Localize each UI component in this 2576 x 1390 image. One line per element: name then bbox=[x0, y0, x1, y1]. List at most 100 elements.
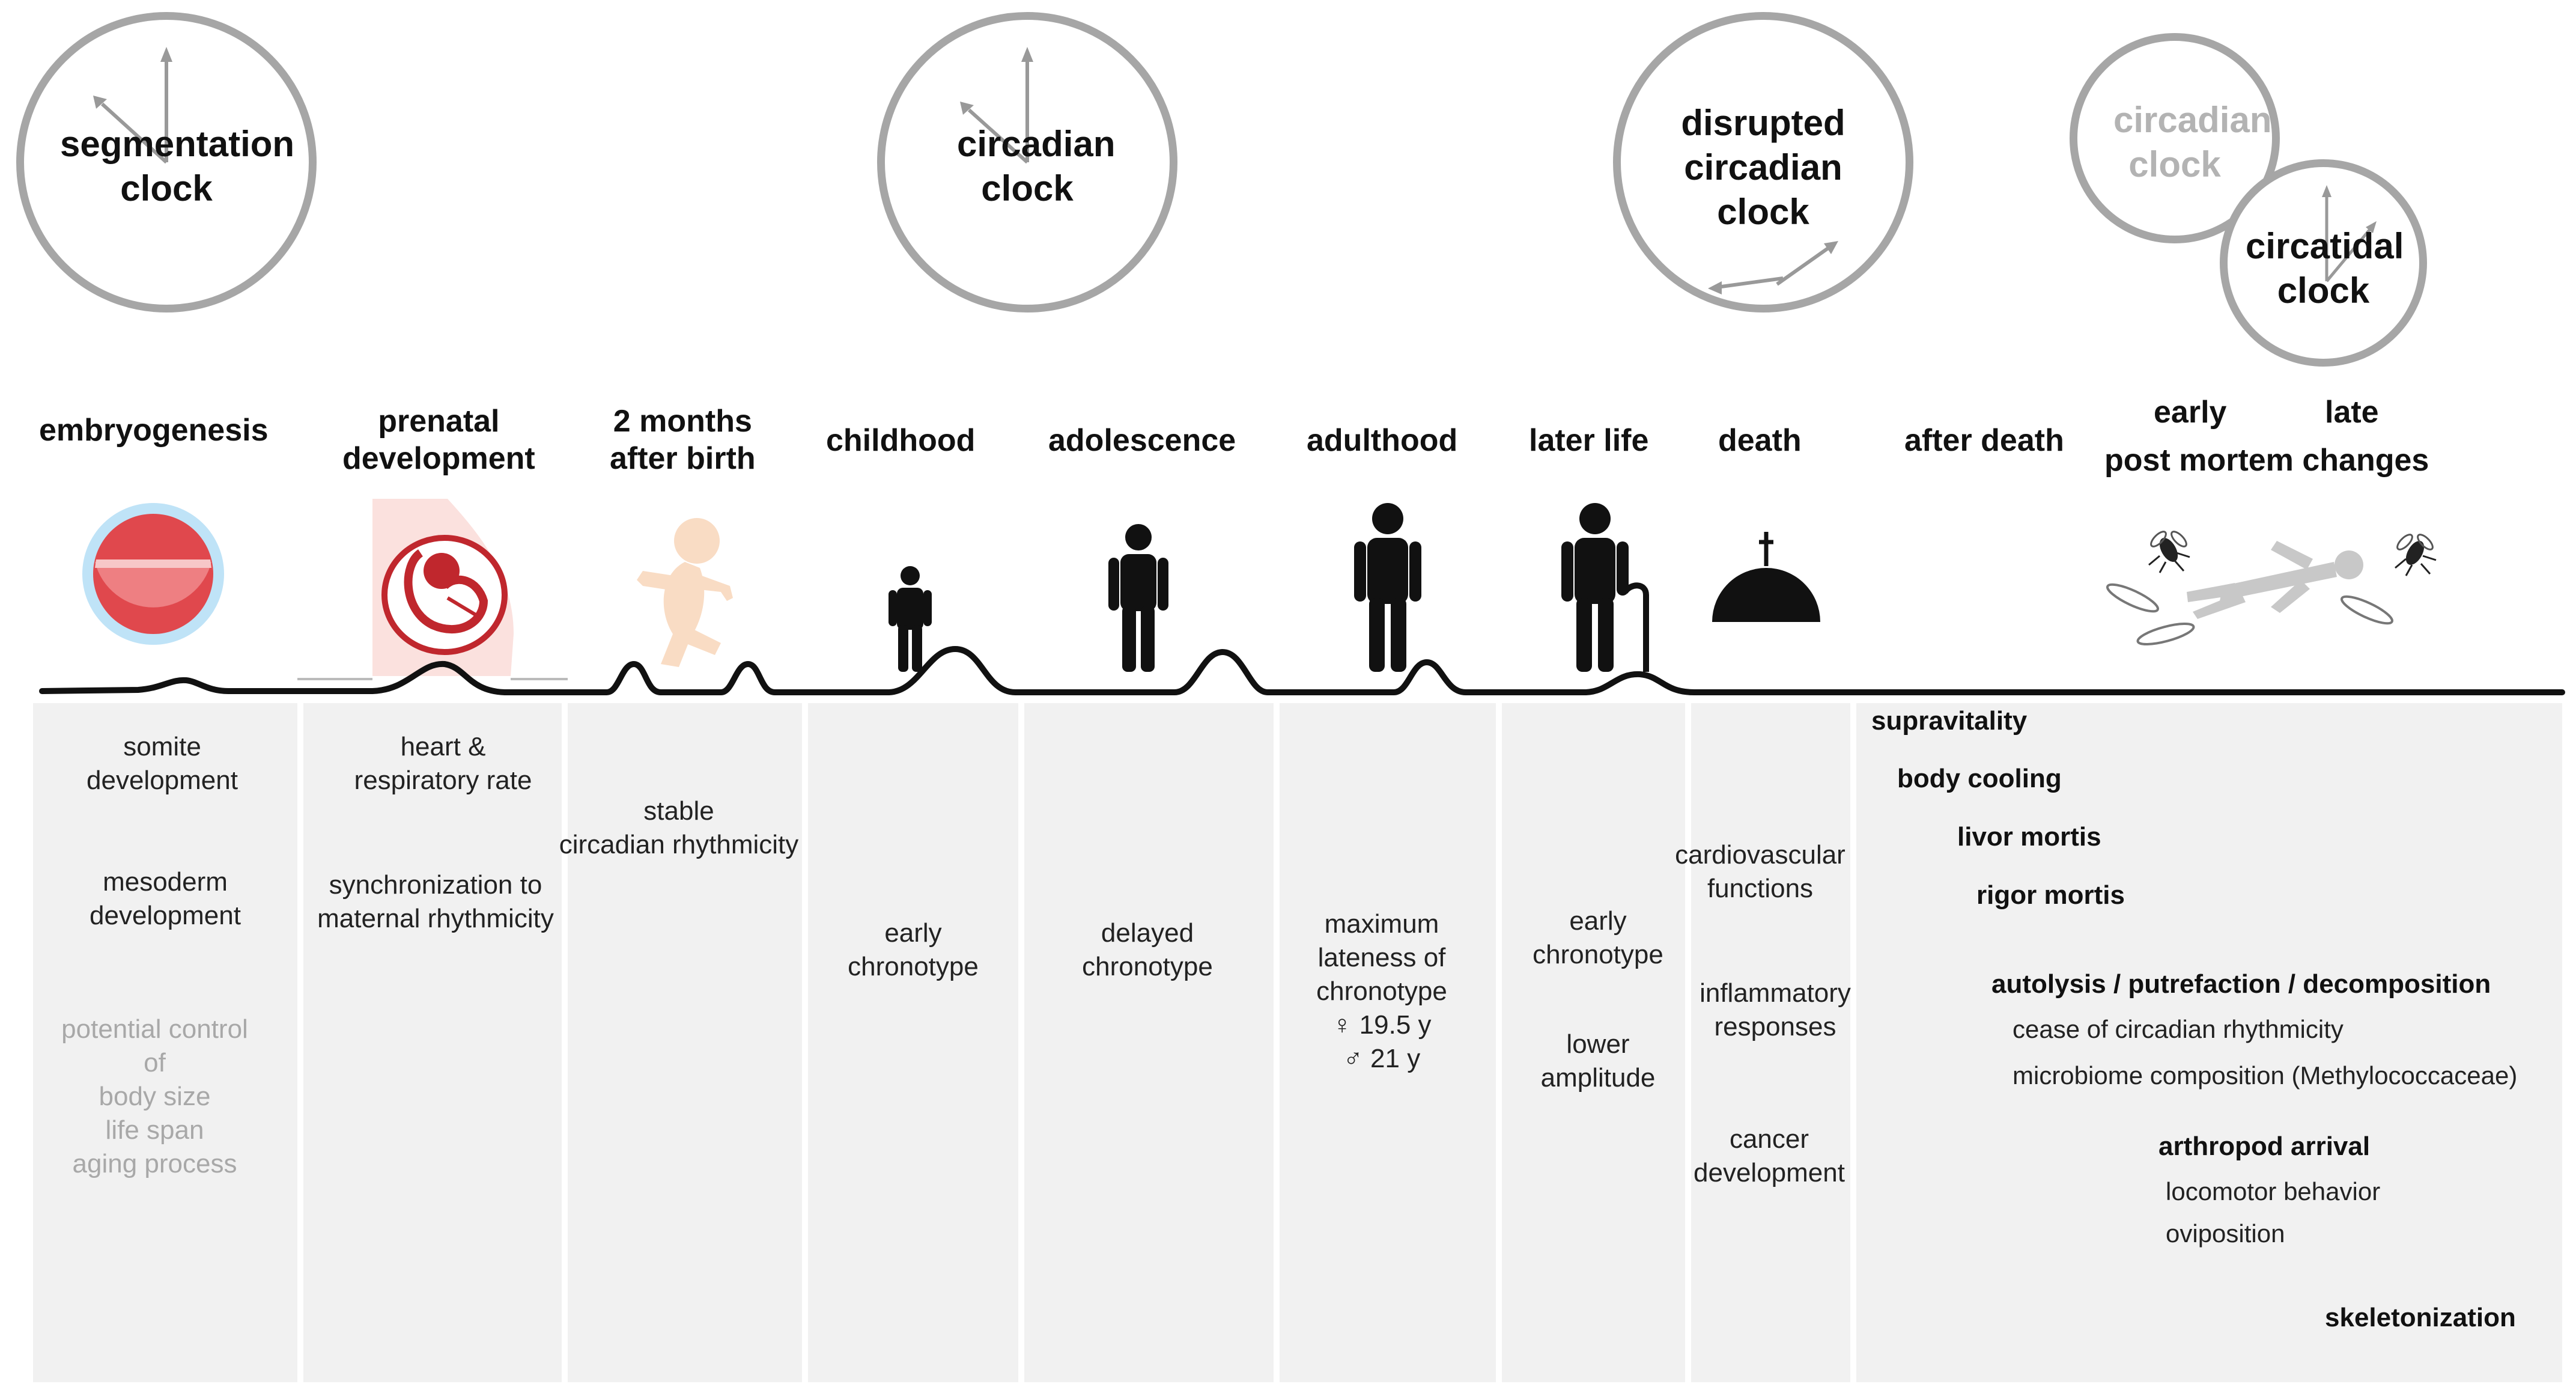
prenatal-text-line: synchronization to bbox=[329, 870, 542, 900]
panel-embryogenesis bbox=[33, 703, 297, 1382]
pm-cease-rhythmicity: cease of circadian rhythmicity bbox=[2012, 1015, 2344, 1043]
pm-locomotor: locomotor behavior bbox=[2166, 1177, 2381, 1206]
adolescence-delayed-chronotype: delayed chronotype bbox=[1024, 916, 1271, 984]
crawling-baby-icon bbox=[637, 518, 733, 667]
phase-2-months-line2: after birth bbox=[610, 441, 756, 476]
disrupted-clock-label: disrupted circadian clock bbox=[1681, 103, 1845, 232]
childhood-early-chronotype: early chronotype bbox=[808, 916, 1018, 984]
pm-body-cooling: body cooling bbox=[1897, 764, 2062, 793]
circatidal-clock: circatidal clock bbox=[2220, 159, 2427, 367]
activity-timeline-curve bbox=[39, 645, 2565, 695]
childhood-text-line: early bbox=[884, 918, 942, 948]
phase-2-months-line1: 2 months bbox=[613, 404, 752, 439]
panel-adolescence bbox=[1024, 703, 1274, 1382]
pm-supravitality: supravitality bbox=[1871, 706, 2028, 736]
death-cardiovascular: cardiovascular functions bbox=[1670, 838, 1850, 906]
embryo-icon bbox=[82, 503, 224, 645]
fly-icon bbox=[2148, 531, 2190, 573]
embryo-potential-control: potential control of body size life span… bbox=[33, 1013, 276, 1181]
pm-livor-mortis: livor mortis bbox=[1957, 822, 2101, 852]
adolescent-silhouette-icon bbox=[1108, 524, 1168, 672]
segmentation-clock: segmentation clock bbox=[16, 12, 317, 312]
circadian-clock-label: circadian clock bbox=[957, 124, 1116, 209]
circadian-faded-label: circadian clock bbox=[2113, 100, 2272, 184]
tombstone-dome-icon bbox=[1712, 532, 1820, 622]
elderly-with-cane-icon bbox=[1561, 503, 1649, 672]
panel-2-months bbox=[568, 703, 802, 1382]
pm-microbiome: microbiome composition (Methylococcaceae… bbox=[2012, 1061, 2518, 1090]
faded-text-line: body size bbox=[99, 1082, 211, 1111]
fly-icon bbox=[2395, 534, 2437, 576]
phase-childhood: childhood bbox=[826, 423, 976, 458]
death-text-line: cancer bbox=[1729, 1124, 1809, 1154]
embryo-mesoderm-development: mesoderm development bbox=[33, 865, 297, 933]
adolescence-text-line: delayed bbox=[1101, 918, 1194, 948]
pm-skeletonization: skeletonization bbox=[2325, 1303, 2516, 1332]
segmentation-clock-label: segmentation clock bbox=[60, 124, 295, 209]
death-inflammatory: inflammatory responses bbox=[1691, 977, 1859, 1044]
phase-post-mortem: post mortem changes bbox=[2104, 443, 2429, 478]
corpse-icon bbox=[2187, 541, 2363, 619]
death-text-line: development bbox=[1694, 1158, 1845, 1187]
prenatal-heart-respiratory: heart & respiratory rate bbox=[303, 730, 583, 797]
faded-text-line: aging process bbox=[72, 1149, 237, 1178]
months-text-line: circadian rhythmicity bbox=[559, 830, 799, 859]
clock-hands-icon bbox=[93, 47, 172, 164]
death-text-line: inflammatory bbox=[1700, 978, 1851, 1008]
adulthood-text-line: lateness of bbox=[1317, 943, 1446, 972]
embryo-text-line: somite bbox=[123, 732, 201, 761]
clock-hands-icon bbox=[960, 47, 1033, 164]
child-silhouette-icon bbox=[889, 566, 932, 672]
phase-death: death bbox=[1718, 423, 1802, 458]
larva-icon bbox=[2106, 583, 2159, 613]
phase-late: late bbox=[2325, 395, 2379, 430]
phase-later-life: later life bbox=[1529, 423, 1649, 458]
later-life-lower-amplitude: lower amplitude bbox=[1502, 1028, 1694, 1095]
later-life-text-line: lower bbox=[1566, 1029, 1630, 1059]
larva-icon bbox=[2341, 595, 2393, 625]
death-text-line: cardiovascular bbox=[1675, 840, 1845, 870]
faded-text-line: of bbox=[144, 1048, 166, 1078]
phase-2-months: 2 months after birth bbox=[610, 403, 756, 477]
adulthood-male-age: ♂ 21 y bbox=[1343, 1044, 1421, 1073]
pm-rigor-mortis: rigor mortis bbox=[1976, 880, 2125, 910]
embryo-somite-development: somite development bbox=[33, 730, 291, 797]
embryo-text-line: development bbox=[90, 901, 241, 930]
later-life-text-line: chronotype bbox=[1533, 940, 1663, 969]
embryo-text-line: mesoderm bbox=[103, 867, 228, 897]
later-life-text-line: early bbox=[1569, 906, 1627, 936]
phase-adolescence: adolescence bbox=[1048, 423, 1236, 458]
phase-prenatal: prenatal development bbox=[342, 403, 535, 477]
panel-adulthood bbox=[1280, 703, 1496, 1382]
panel-childhood bbox=[808, 703, 1018, 1382]
larva-icon bbox=[2136, 623, 2195, 645]
death-cancer: cancer development bbox=[1691, 1123, 1847, 1190]
phase-prenatal-line2: development bbox=[342, 441, 535, 476]
adulthood-maximum-lateness: maximum lateness of chronotype ♀ 19.5 y … bbox=[1280, 907, 1484, 1076]
panel-death bbox=[1691, 703, 1850, 1382]
panel-post-mortem bbox=[1856, 703, 2562, 1382]
panel-prenatal bbox=[303, 703, 562, 1382]
panel-later-life bbox=[1502, 703, 1685, 1382]
clock-hands-icon bbox=[1708, 241, 1838, 294]
faded-text-line: potential control bbox=[61, 1014, 248, 1044]
fetus-in-womb-icon bbox=[297, 499, 568, 680]
pm-autolysis: autolysis / putrefaction / decomposition bbox=[1991, 969, 2491, 999]
adulthood-text-line: maximum bbox=[1324, 909, 1439, 939]
later-life-text-line: amplitude bbox=[1540, 1063, 1656, 1093]
months-stable-rhythmicity: stable circadian rhythmicity bbox=[547, 794, 811, 862]
prenatal-text-line: heart & bbox=[400, 732, 486, 761]
pm-oviposition: oviposition bbox=[2166, 1219, 2285, 1248]
embryo-text-line: development bbox=[87, 766, 238, 795]
months-text-line: stable bbox=[643, 796, 714, 826]
faded-text-line: life span bbox=[105, 1115, 204, 1145]
phase-early: early bbox=[2154, 395, 2227, 430]
phase-after-death: after death bbox=[1904, 423, 2064, 458]
circatidal-clock-label: circatidal clock bbox=[2246, 226, 2404, 311]
clock-hands-icon bbox=[2322, 185, 2377, 282]
prenatal-text-line: respiratory rate bbox=[354, 766, 532, 795]
phase-embryogenesis: embryogenesis bbox=[39, 413, 269, 448]
adulthood-female-age: ♀ 19.5 y bbox=[1332, 1010, 1432, 1040]
circadian-clock: circadian clock bbox=[877, 12, 1177, 312]
pm-arthropod-arrival: arthropod arrival bbox=[2158, 1132, 2371, 1161]
